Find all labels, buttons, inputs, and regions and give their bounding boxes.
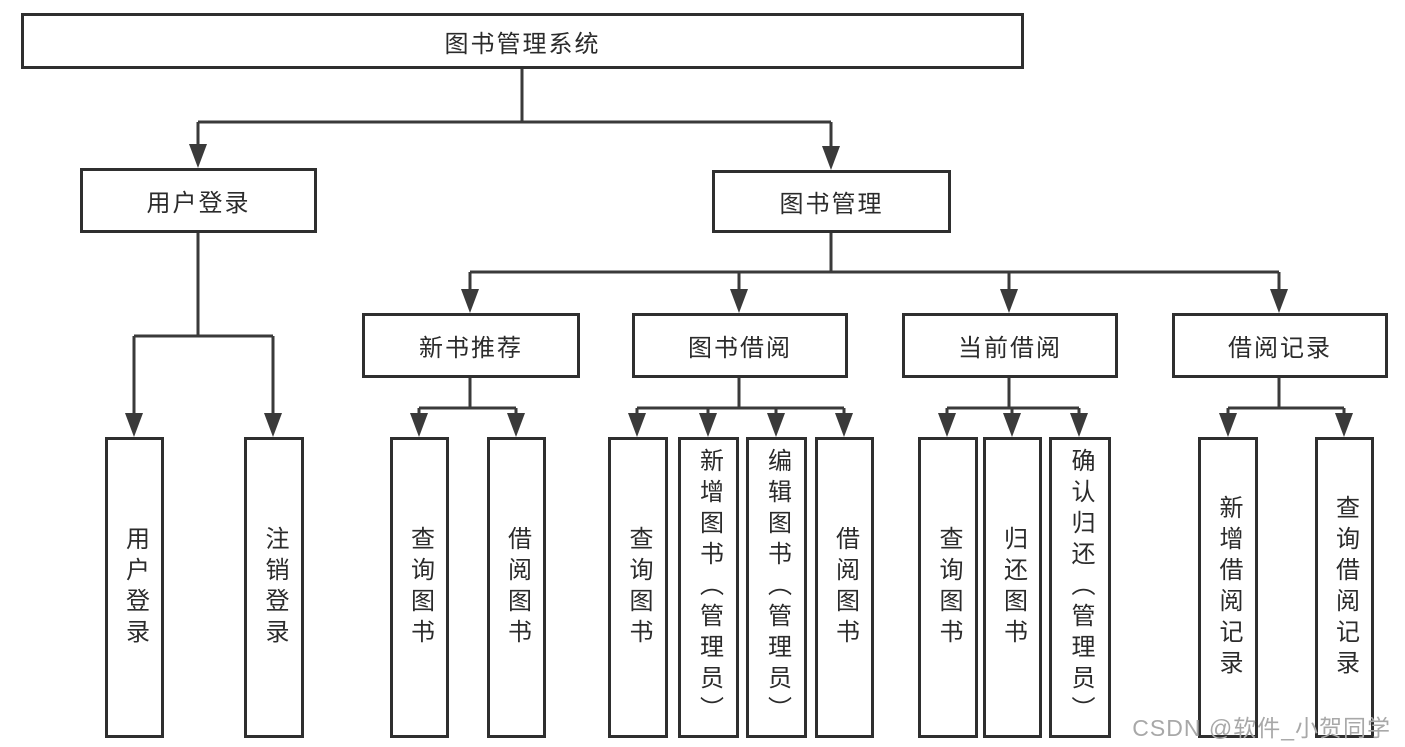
node-leaf-br-query-record: 查询借阅记录 (1315, 437, 1374, 738)
csdn-watermark: CSDN @软件_小贺同学 (1132, 715, 1391, 741)
node-label: 查询图书 (625, 525, 652, 650)
node-leaf-bb-add-book-admin: 新增图书（管理员） (678, 437, 739, 738)
node-leaf-nb-query-book: 查询图书 (390, 437, 449, 738)
node-leaf-bb-edit-book-admin: 编辑图书（管理员） (746, 437, 807, 738)
arrowheads (125, 144, 1353, 437)
node-label: 当前借阅 (958, 335, 1062, 362)
node-leaf-bb-query-book: 查询图书 (608, 437, 668, 738)
node-label: 归还图书 (999, 525, 1027, 650)
node-leaf-br-add-record: 新增借阅记录 (1198, 437, 1258, 738)
node-leaf-cb-query-book: 查询图书 (918, 437, 978, 738)
node-label: 图书管理 (779, 191, 884, 218)
node-label: 编辑图书（管理员） (763, 448, 791, 727)
node-label: 借阅图书 (831, 525, 859, 650)
node-label: 查询图书 (935, 525, 962, 650)
node-leaf-cb-return-book: 归还图书 (983, 437, 1042, 738)
node-label: 注销登录 (261, 525, 288, 650)
node-borrow-record: 借阅记录 (1172, 313, 1388, 378)
node-current-borrow: 当前借阅 (902, 313, 1118, 378)
node-leaf-nb-borrow-book: 借阅图书 (487, 437, 546, 738)
node-label: 用户登录 (146, 190, 251, 217)
node-label: 新增借阅记录 (1215, 494, 1242, 681)
node-new-book-recommend: 新书推荐 (362, 313, 580, 378)
node-label: 图书管理系统 (444, 30, 601, 58)
node-label: 用户登录 (121, 525, 149, 650)
node-label: 查询图书 (406, 525, 434, 650)
node-root-system: 图书管理系统 (21, 13, 1024, 69)
node-leaf-cb-confirm-return-admin: 确认归还（管理员） (1049, 437, 1111, 738)
node-leaf-user-login: 用户登录 (105, 437, 164, 738)
node-user-login: 用户登录 (80, 168, 317, 233)
node-label: 图书借阅 (688, 335, 792, 362)
node-label: 查询借阅记录 (1331, 494, 1359, 681)
node-label: 借阅图书 (503, 525, 531, 650)
node-label: 新书推荐 (419, 335, 523, 362)
node-leaf-logout: 注销登录 (244, 437, 304, 738)
node-book-borrow: 图书借阅 (632, 313, 848, 378)
node-label: 确认归还（管理员） (1067, 448, 1094, 727)
node-label: 新增图书（管理员） (695, 448, 723, 727)
node-label: 借阅记录 (1228, 335, 1332, 362)
node-leaf-bb-borrow-book: 借阅图书 (815, 437, 874, 738)
node-book-management: 图书管理 (712, 170, 951, 233)
